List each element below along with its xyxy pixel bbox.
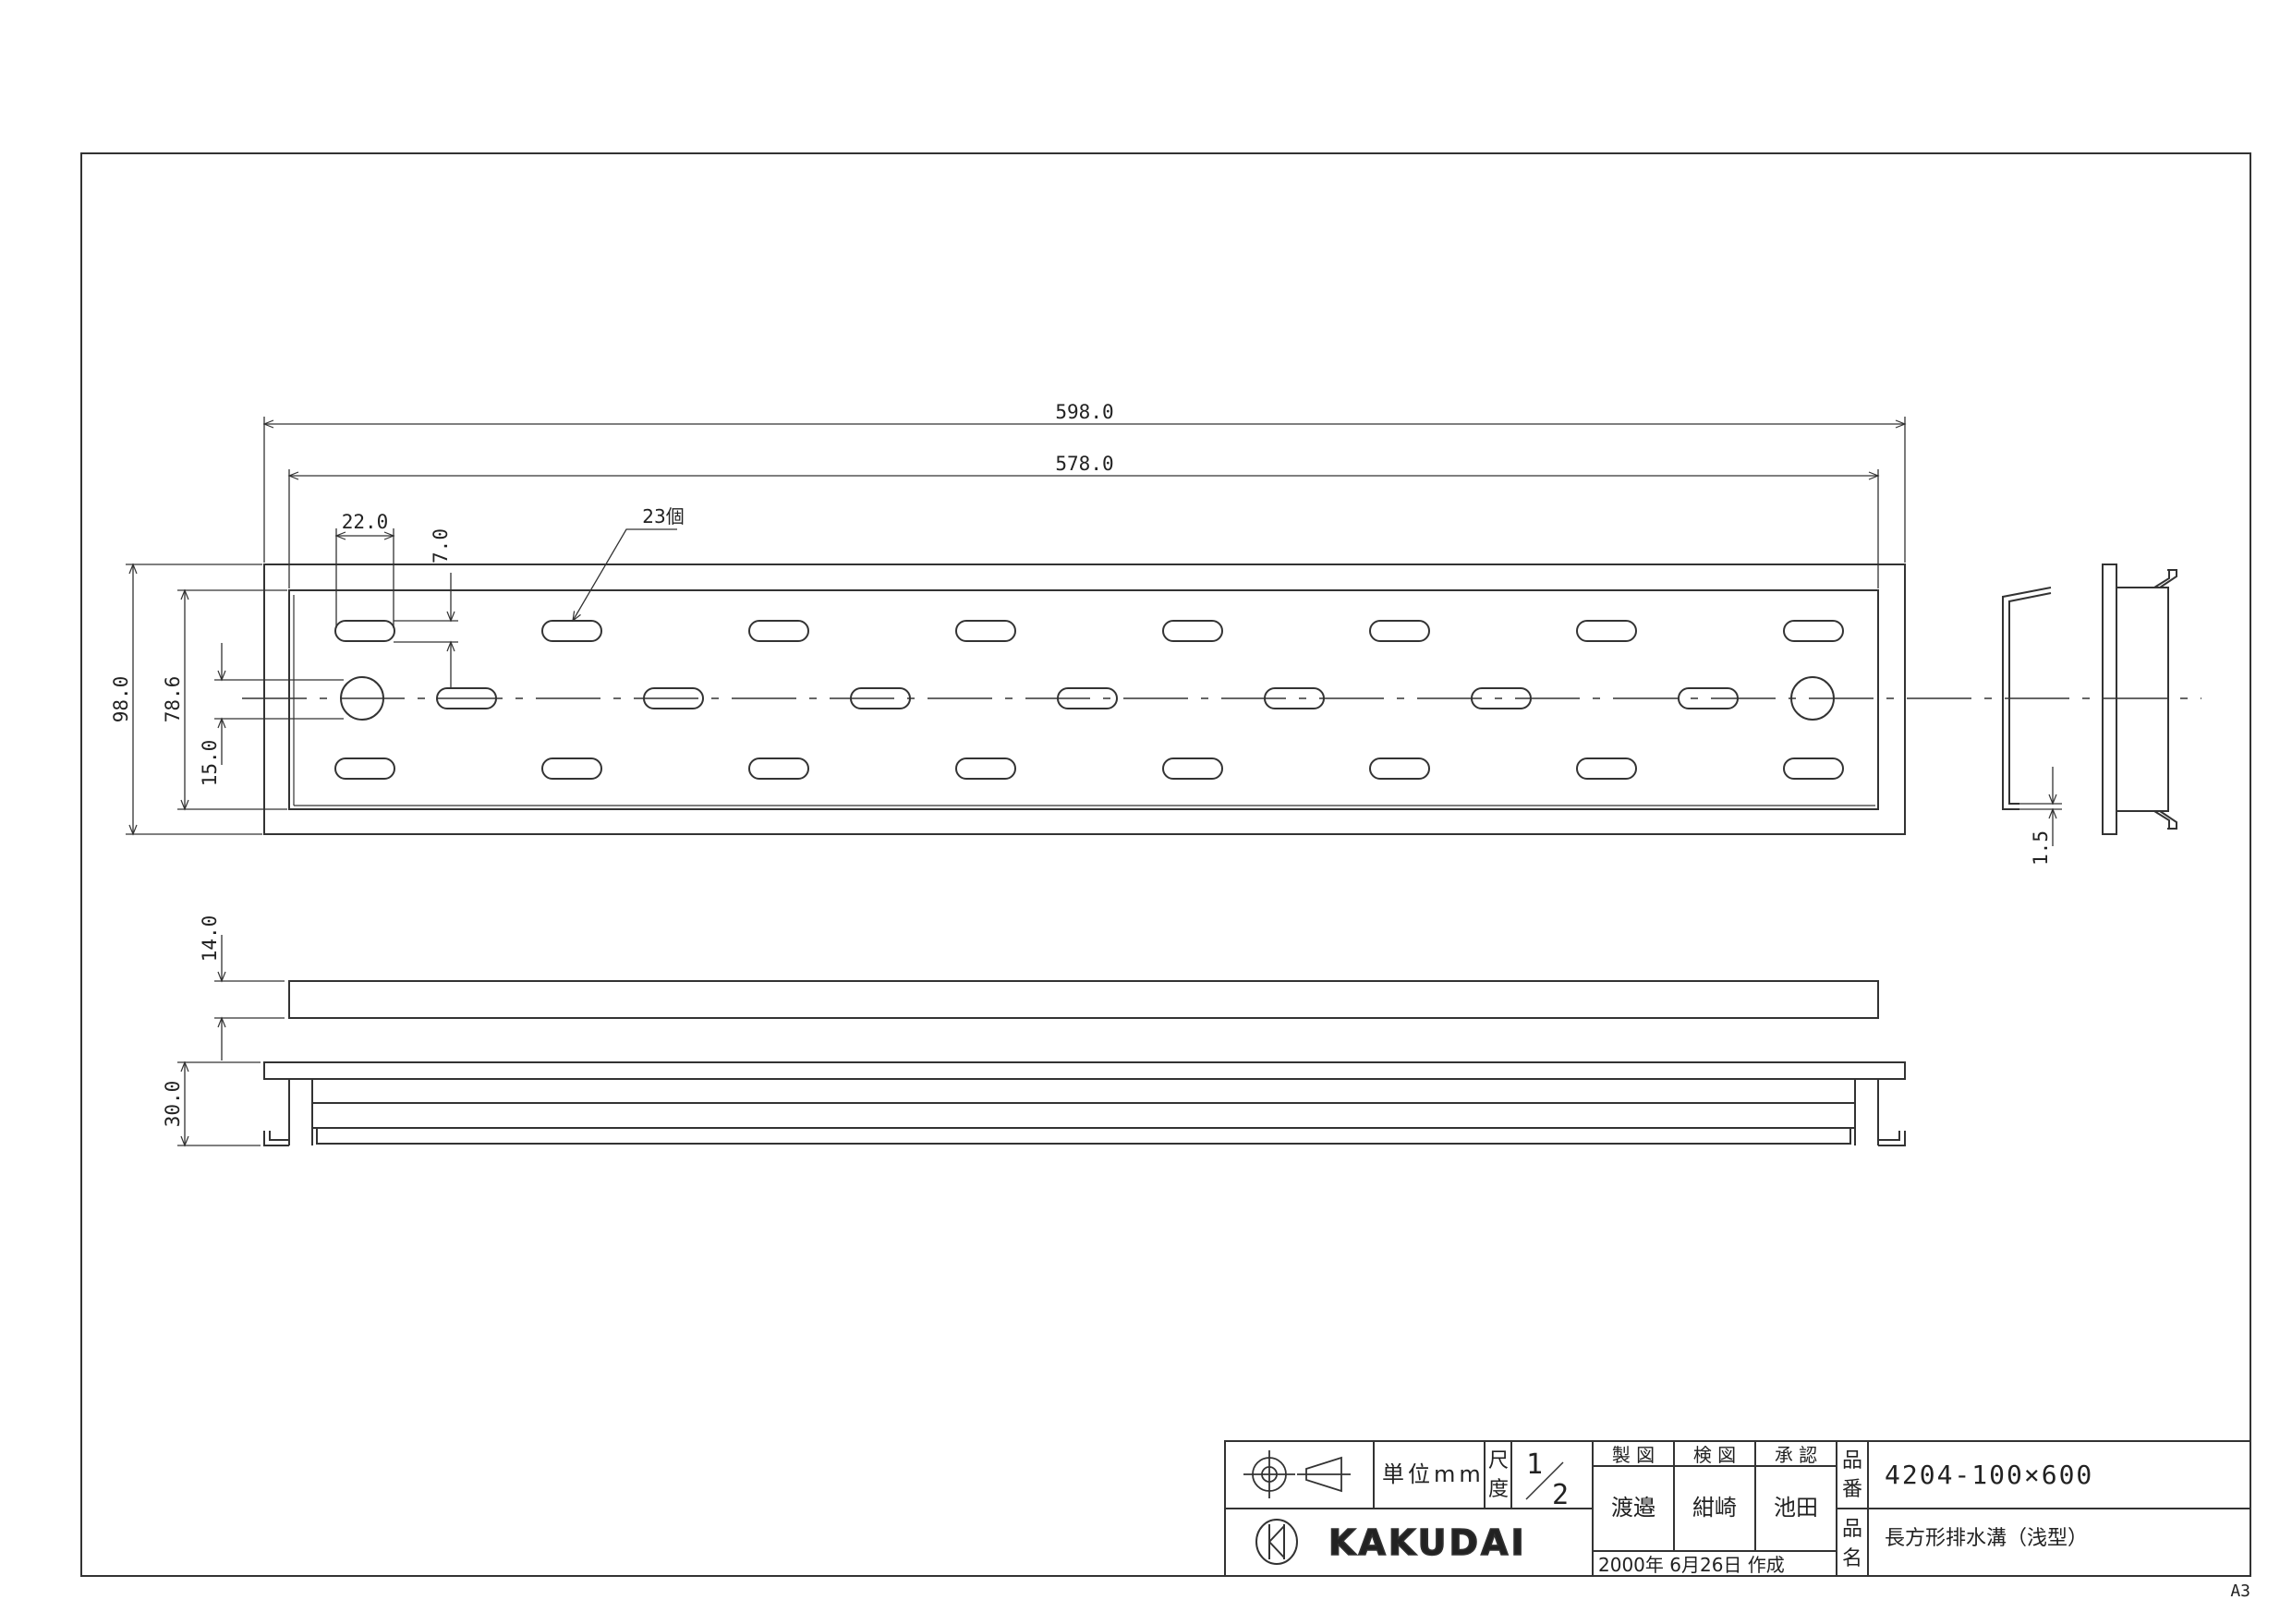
scale-label-2: 度 bbox=[1488, 1478, 1509, 1501]
label-product-no-2: 番 bbox=[1842, 1478, 1862, 1501]
slot-bottom-row bbox=[748, 757, 809, 780]
label-product-no-1: 品 bbox=[1842, 1449, 1862, 1473]
label-product-name-2: 名 bbox=[1842, 1547, 1862, 1570]
dim-slot-width: 7.0 bbox=[430, 528, 452, 564]
cover-front-view bbox=[288, 980, 1879, 1019]
slot-bottom-row bbox=[1576, 757, 1637, 780]
slot-top-row bbox=[1162, 620, 1223, 642]
scale-label-1: 尺 bbox=[1488, 1449, 1509, 1473]
cross-section-view bbox=[2002, 564, 2177, 835]
product-number: 4204-100×600 bbox=[1885, 1460, 2093, 1490]
slot-top-row bbox=[541, 620, 602, 642]
dim-row-spacing: 15.0 bbox=[199, 740, 221, 787]
creation-date: 2000年 6月26日 作成 bbox=[1598, 1554, 1785, 1576]
slot-top-row bbox=[334, 620, 395, 642]
scale-denominator: 2 bbox=[1552, 1479, 1569, 1511]
slot-top-row bbox=[748, 620, 809, 642]
slot-top-row bbox=[1576, 620, 1637, 642]
slot-top-row bbox=[955, 620, 1016, 642]
outer-frame bbox=[263, 564, 1906, 835]
col-drafter: 製 図 bbox=[1612, 1444, 1655, 1466]
slot-bottom-row bbox=[955, 757, 1016, 780]
dim-slot-length: 22.0 bbox=[342, 511, 389, 533]
drafter-name: 渡邉 bbox=[1611, 1495, 1655, 1521]
scale-numerator: 1 bbox=[1526, 1448, 1543, 1481]
dim-inner-width: 78.6 bbox=[162, 676, 184, 723]
col-checker: 検 図 bbox=[1693, 1444, 1736, 1466]
dim-cover-height: 14.0 bbox=[199, 915, 221, 963]
top-view bbox=[263, 564, 1906, 835]
unit-label: 単位mm bbox=[1382, 1461, 1485, 1487]
slot-bottom-row bbox=[1783, 757, 1844, 780]
title-block bbox=[1224, 1440, 2251, 1577]
approver-name: 池田 bbox=[1774, 1495, 1818, 1521]
slot-top-row bbox=[1783, 620, 1844, 642]
sheet-border bbox=[80, 152, 2251, 1577]
frame-front-view bbox=[263, 1061, 1906, 1146]
dim-plate-thickness: 1.5 bbox=[2030, 830, 2052, 866]
kakudai-logo-icon bbox=[1255, 1519, 1298, 1565]
slot-bottom-row bbox=[541, 757, 602, 780]
sheet-size: A3 bbox=[2230, 1582, 2250, 1601]
inner-plate bbox=[288, 589, 1879, 810]
projection-symbol-icon bbox=[1243, 1450, 1351, 1498]
col-approver: 承 認 bbox=[1775, 1444, 1817, 1466]
dim-hole-count: 23個 bbox=[642, 505, 684, 527]
slot-top-row bbox=[1369, 620, 1430, 642]
slot-holes bbox=[334, 620, 1844, 780]
dim-inner-length: 578.0 bbox=[1055, 453, 1113, 475]
dim-overall-length: 598.0 bbox=[1055, 401, 1113, 423]
slot-bottom-row bbox=[1369, 757, 1430, 780]
label-product-name-1: 品 bbox=[1842, 1518, 1862, 1541]
checker-name: 紺崎 bbox=[1692, 1495, 1737, 1521]
brand-name: KAKUDAI bbox=[1328, 1522, 1527, 1563]
count-leader bbox=[572, 528, 677, 623]
slot-bottom-row bbox=[1162, 757, 1223, 780]
dim-overall-width: 98.0 bbox=[110, 676, 132, 723]
product-name: 長方形排水溝（浅型） bbox=[1885, 1527, 2088, 1550]
dim-frame-height: 30.0 bbox=[162, 1081, 184, 1128]
slot-bottom-row bbox=[334, 757, 395, 780]
